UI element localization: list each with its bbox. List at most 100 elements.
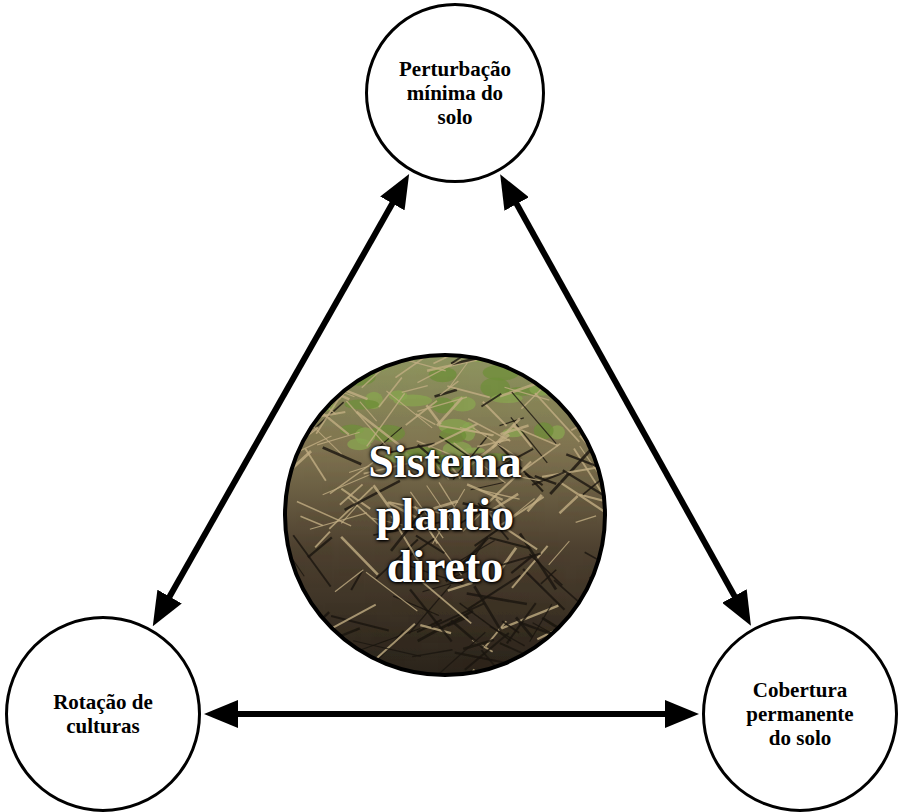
- straw: [395, 349, 436, 377]
- straw: [562, 359, 623, 373]
- straw: [594, 661, 611, 679]
- straw: [323, 448, 362, 465]
- straw: [439, 426, 494, 436]
- straw: [530, 554, 563, 585]
- straw: [601, 543, 623, 559]
- straw: [597, 635, 651, 663]
- straw: [467, 594, 527, 604]
- straw: [575, 379, 624, 414]
- straw: [519, 661, 543, 679]
- straw: [284, 588, 304, 596]
- principle-label: Rotação de culturas: [41, 690, 166, 738]
- straw: [330, 334, 377, 358]
- straw: [569, 355, 594, 377]
- straw: [587, 588, 622, 601]
- straw: [549, 541, 570, 565]
- straw: [562, 369, 599, 408]
- straw: [532, 472, 565, 485]
- straw: [604, 627, 655, 644]
- straw: [308, 537, 332, 557]
- straw: [603, 651, 669, 666]
- straw: [284, 649, 296, 665]
- straw: [523, 569, 564, 610]
- straw: [337, 332, 397, 356]
- straw: [577, 566, 620, 611]
- straw: [563, 470, 614, 501]
- straw: [368, 329, 398, 358]
- straw: [547, 323, 599, 359]
- straw: [554, 580, 600, 621]
- straw: [375, 624, 415, 660]
- straw: [577, 605, 600, 631]
- straw: [351, 570, 363, 590]
- straw: [431, 603, 484, 627]
- straw: [576, 516, 596, 523]
- straw: [573, 342, 614, 366]
- straw: [536, 354, 582, 375]
- straw: [334, 338, 353, 355]
- straw: [344, 390, 368, 399]
- straw: [426, 405, 440, 424]
- weed-leaf: [564, 385, 576, 400]
- straw: [516, 444, 560, 476]
- straw: [290, 370, 306, 390]
- straw: [451, 621, 483, 648]
- system-title: Sistema plantio direto: [338, 436, 553, 595]
- straw: [323, 473, 375, 495]
- straw: [482, 650, 495, 666]
- straw: [559, 496, 577, 513]
- straw: [604, 601, 632, 611]
- straw: [490, 626, 525, 646]
- straw: [300, 516, 322, 525]
- straw: [590, 417, 618, 429]
- straw: [447, 386, 489, 397]
- straw: [297, 628, 326, 643]
- straw: [601, 415, 657, 433]
- mulch-photo: [283, 323, 670, 734]
- straw: [349, 466, 369, 472]
- straw: [310, 513, 367, 529]
- straw: [284, 652, 342, 678]
- straw: [448, 362, 467, 388]
- straw: [516, 617, 532, 637]
- weed-leaf: [342, 368, 376, 386]
- straw: [580, 656, 629, 665]
- straw: [333, 656, 348, 675]
- straw: [579, 626, 606, 663]
- photo-ground: [283, 353, 607, 677]
- straw: [305, 449, 325, 481]
- straw: [473, 669, 513, 716]
- straw: [310, 378, 343, 387]
- straw: [437, 397, 462, 425]
- straw: [296, 636, 335, 643]
- straw: [607, 407, 648, 455]
- straw: [360, 402, 377, 421]
- straw: [483, 402, 507, 426]
- straw: [602, 572, 613, 591]
- weed-leaf: [540, 367, 556, 377]
- straw: [474, 586, 501, 630]
- circle-border: [285, 355, 605, 675]
- straw: [402, 386, 428, 393]
- principle-label: Cobertura permanente do solo: [738, 678, 863, 750]
- straw: [598, 664, 642, 700]
- straw: [531, 654, 581, 691]
- straw: [552, 628, 578, 665]
- weed-leaf: [307, 364, 322, 372]
- central-photo-circle: Sistema plantio direto: [283, 353, 607, 677]
- straw: [307, 361, 347, 379]
- weed-leaf: [592, 371, 611, 385]
- straw: [335, 570, 363, 592]
- principle-label: Perturbação mínima do solo: [388, 57, 523, 129]
- straw: [589, 400, 633, 434]
- principle-circle: Perturbação mínima do solo: [365, 3, 545, 183]
- straw: [549, 673, 597, 701]
- straw: [371, 676, 407, 735]
- double-arrow: [218, 711, 685, 717]
- straw: [376, 667, 399, 702]
- straw: [296, 349, 338, 360]
- straw: [341, 537, 378, 575]
- straw: [579, 494, 642, 510]
- straw: [589, 411, 638, 439]
